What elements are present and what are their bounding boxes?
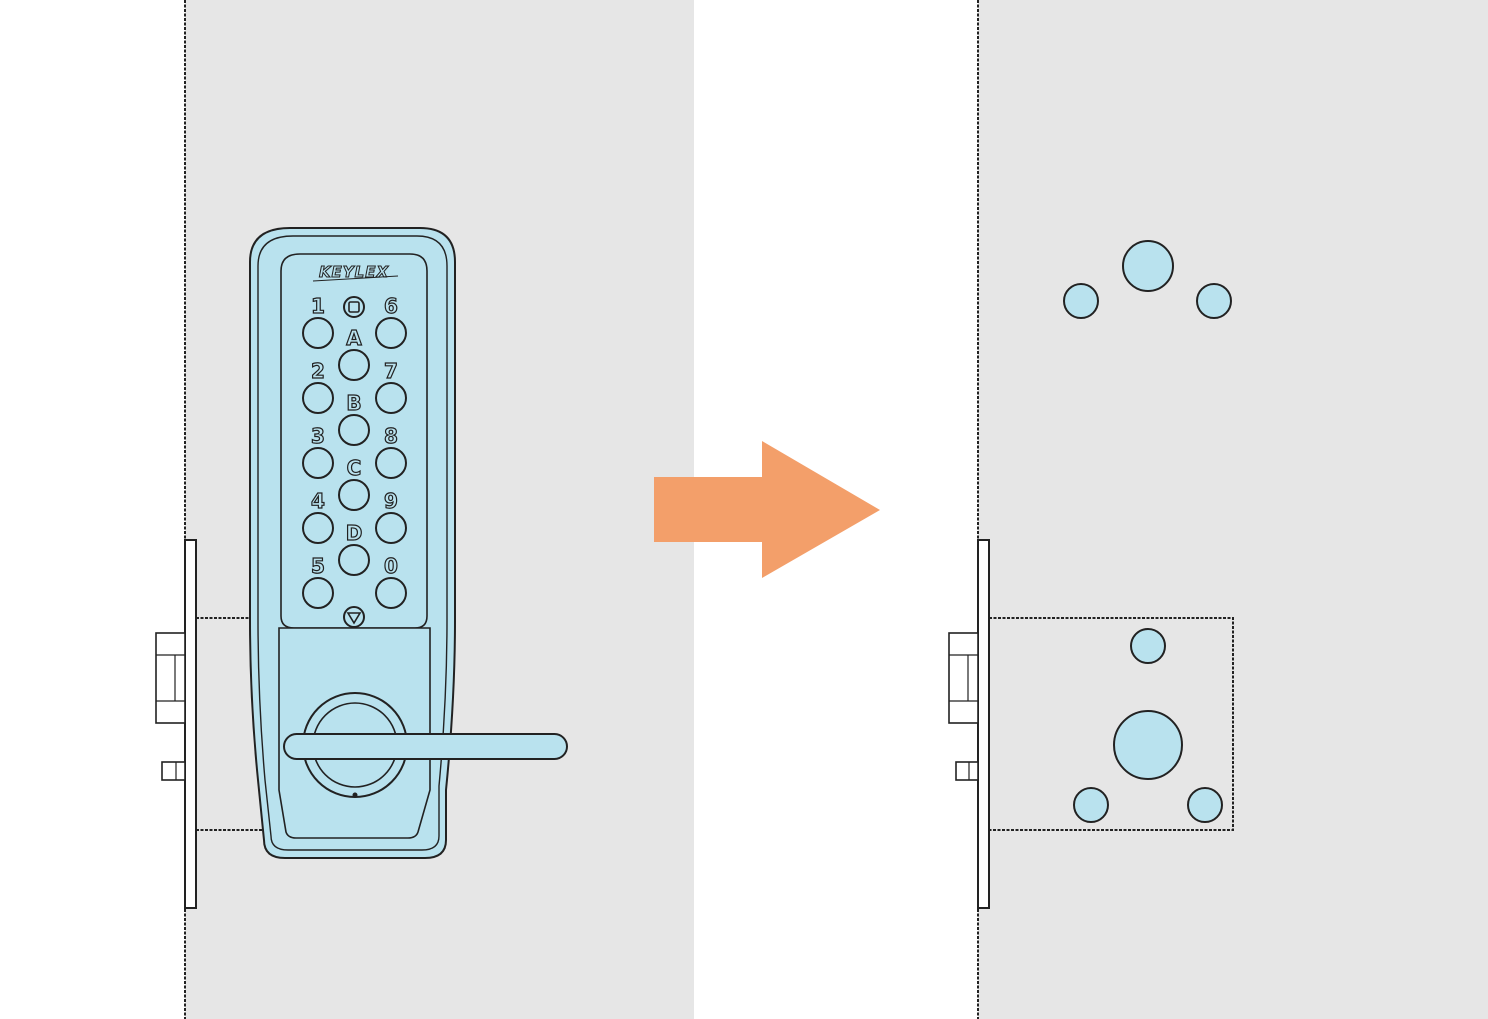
key-3-button[interactable] <box>302 447 334 479</box>
rosette-screw <box>352 792 358 798</box>
key-1-label: 1 <box>311 294 325 318</box>
keypad-keys: 1 2 3 4 5 6 7 8 9 0 A B C D <box>302 293 407 609</box>
lever-handle[interactable] <box>283 733 568 760</box>
brand-logo: KEYLEX <box>319 263 390 281</box>
key-8-button[interactable] <box>375 447 407 479</box>
key-b-label: B <box>346 391 361 415</box>
key-9-button[interactable] <box>375 512 407 544</box>
key-3-label: 3 <box>311 424 325 448</box>
key-0-button[interactable] <box>375 577 407 609</box>
key-1-button[interactable] <box>302 317 334 349</box>
key-c-label: C <box>347 456 362 480</box>
key-9-label: 9 <box>384 489 398 513</box>
right-faceplate <box>977 539 990 909</box>
key-4-label: 4 <box>311 489 325 513</box>
right-door <box>948 0 1488 1019</box>
key-7-button[interactable] <box>375 382 407 414</box>
key-6-label: 6 <box>384 294 398 318</box>
key-2-button[interactable] <box>302 382 334 414</box>
key-b-button[interactable] <box>338 414 370 446</box>
upper-center-hole <box>1122 240 1174 292</box>
triangle-down-icon[interactable] <box>343 606 365 628</box>
key-5-label: 5 <box>311 554 325 578</box>
mortise-outline <box>989 617 1234 831</box>
key-d-button[interactable] <box>338 544 370 576</box>
key-2-label: 2 <box>311 359 325 383</box>
lower-top-hole <box>1130 628 1166 664</box>
key-6-button[interactable] <box>375 317 407 349</box>
key-d-label: D <box>346 521 363 545</box>
lower-left-hole <box>1073 787 1109 823</box>
upper-left-hole <box>1063 283 1099 319</box>
upper-right-hole <box>1196 283 1232 319</box>
key-8-label: 8 <box>384 424 398 448</box>
key-a-label: A <box>346 326 362 350</box>
lock-outer-inset <box>257 235 448 851</box>
keypad-lock: KEYLEX 1 2 3 4 5 6 7 8 9 0 A B C D <box>249 227 568 859</box>
left-deadlatch <box>161 761 186 781</box>
key-4-button[interactable] <box>302 512 334 544</box>
key-5-button[interactable] <box>302 577 334 609</box>
key-a-button[interactable] <box>338 349 370 381</box>
right-deadlatch <box>955 761 979 781</box>
right-latch-bolt <box>948 632 979 724</box>
key-7-label: 7 <box>384 359 398 383</box>
spindle-hole <box>1113 710 1183 780</box>
square-icon[interactable] <box>343 296 365 318</box>
direction-arrow-icon <box>654 441 880 578</box>
key-0-label: 0 <box>384 554 398 578</box>
left-latch-bolt <box>155 632 186 724</box>
key-c-button[interactable] <box>338 479 370 511</box>
lower-right-hole <box>1187 787 1223 823</box>
left-faceplate <box>184 539 197 909</box>
right-door-panel <box>978 0 1488 1019</box>
